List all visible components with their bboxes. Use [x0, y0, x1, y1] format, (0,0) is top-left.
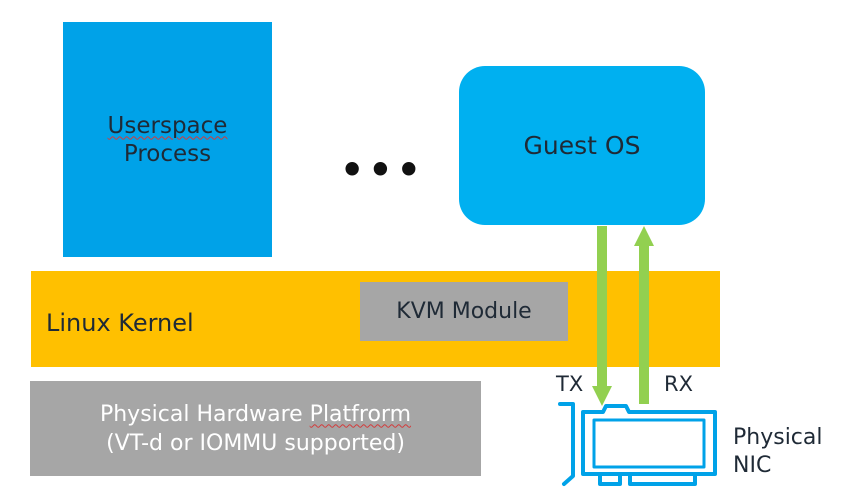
userspace-process-box: Userspace Process: [63, 22, 272, 257]
linux-kernel-label: Linux Kernel: [46, 309, 194, 337]
userspace-label-line1: Userspace: [107, 112, 228, 139]
guest-os-label: Guest OS: [523, 131, 641, 160]
hardware-label-line2: (VT-d or IOMMU supported): [106, 430, 405, 456]
network-card-icon: [558, 402, 717, 486]
tx-label: TX: [556, 372, 584, 396]
ellipsis: •••: [340, 148, 425, 192]
hardware-label-line1: Physical Hardware Platfrorm: [100, 400, 411, 429]
kvm-module-box: KVM Module: [360, 282, 568, 341]
guest-os-box: Guest OS: [459, 66, 705, 225]
physical-hardware-box: Physical Hardware Platfrorm (VT-d or IOM…: [30, 381, 481, 476]
hardware-label-misspelled: Platfrorm: [309, 401, 412, 427]
kvm-module-label: KVM Module: [396, 299, 532, 324]
hardware-label-prefix: Physical Hardware: [99, 401, 310, 427]
rx-label: RX: [664, 372, 693, 396]
userspace-label-line2: Process: [123, 140, 212, 167]
physical-nic-label: Physical NIC: [733, 425, 823, 478]
